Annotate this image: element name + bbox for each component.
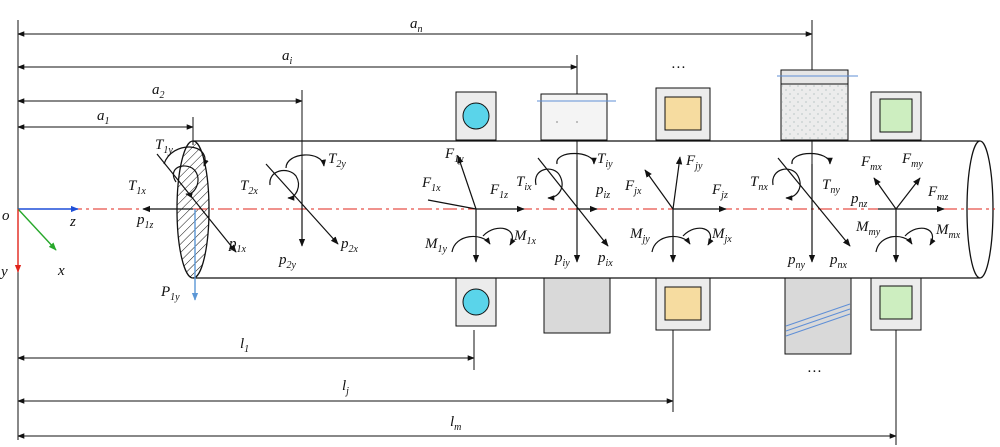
- dim-label-a2: a2: [152, 82, 165, 101]
- label-Fmz: Fmz: [927, 184, 948, 203]
- label-piy: piy: [554, 250, 570, 269]
- ball: [462, 102, 490, 130]
- load-bearing-1: [427, 155, 525, 263]
- dim-label-l1: l1: [240, 336, 249, 355]
- label-Mjx: Mjx: [711, 226, 732, 245]
- label-pnx: pnx: [829, 252, 848, 271]
- label-M1y: M1y: [424, 236, 448, 255]
- label-T1y: T1y: [155, 137, 173, 156]
- helical-gear-n-bottom: [784, 277, 852, 355]
- dim-label-ai: ai: [282, 48, 293, 67]
- label-pix: pix: [597, 250, 613, 269]
- label-F1y: F1y: [444, 146, 464, 165]
- label-T2x: T2x: [240, 178, 258, 197]
- roller-bearing-m-top: [870, 91, 922, 141]
- dim-label-a1: a1: [97, 108, 110, 127]
- dim-label-lm: lm: [450, 414, 461, 433]
- label-piz: piz: [595, 182, 610, 201]
- roller-bearing-j-top: [655, 87, 711, 141]
- label-p2y: p2y: [278, 252, 297, 271]
- label-p1z: p1z: [136, 212, 154, 231]
- label-Mmy: Mmy: [855, 219, 881, 238]
- label-P1y: P1y: [160, 284, 180, 303]
- coordinate-axes: [14, 205, 79, 273]
- label-Fjz: Fjz: [711, 182, 728, 201]
- dim-label-an: an: [410, 16, 423, 35]
- label-Fmx: Fmx: [860, 154, 882, 173]
- roller-bearing-m-bottom: [870, 277, 922, 331]
- bottom-dimensions: [17, 250, 897, 445]
- load-section-2: [265, 154, 339, 247]
- label-p1x: p1x: [228, 236, 247, 255]
- roller-bearing-j-bottom: [655, 277, 711, 331]
- gear-i-bottom: [543, 277, 611, 334]
- ellipsis-top: …: [672, 56, 685, 72]
- x-axis-label: x: [57, 263, 65, 279]
- dim-label-lj: lj: [342, 378, 349, 397]
- label-T1x: T1x: [128, 178, 146, 197]
- load-gear-i: [535, 153, 609, 263]
- gear-n-top: [777, 69, 858, 141]
- label-F1z: F1z: [489, 182, 508, 201]
- label-Mjy: Mjy: [629, 226, 650, 245]
- label-Mmx: Mmx: [935, 222, 961, 241]
- label-M1x: M1x: [513, 228, 537, 247]
- label-pnz: pnz: [850, 191, 868, 210]
- ball-bearing-top: [455, 91, 497, 141]
- label-Fjy: Fjy: [685, 153, 703, 172]
- origin-label: o: [2, 208, 10, 224]
- load-bearing-j: [644, 156, 727, 263]
- ellipsis-bottom: …: [808, 360, 821, 376]
- load-section-1: [142, 146, 237, 301]
- label-Tny: Tny: [822, 177, 840, 196]
- label-pny: pny: [787, 252, 806, 271]
- y-axis-label: y: [0, 264, 8, 280]
- ball-bearing-bottom: [455, 277, 497, 327]
- label-p2x: p2x: [340, 236, 359, 255]
- label-T2y: T2y: [328, 151, 346, 170]
- label-Fmy: Fmy: [901, 151, 923, 170]
- gear-i-top: [537, 93, 616, 141]
- label-F1x: F1x: [421, 175, 441, 194]
- z-axis-label: z: [69, 214, 76, 230]
- load-gear-n: [772, 153, 851, 263]
- label-Fjx: Fjx: [624, 178, 642, 197]
- label-Tiy: Tiy: [597, 151, 613, 170]
- load-bearing-m: [873, 177, 945, 263]
- x-axis-arrow: [17, 208, 57, 251]
- label-Tnx: Tnx: [750, 174, 768, 193]
- label-Tix: Tix: [516, 174, 532, 193]
